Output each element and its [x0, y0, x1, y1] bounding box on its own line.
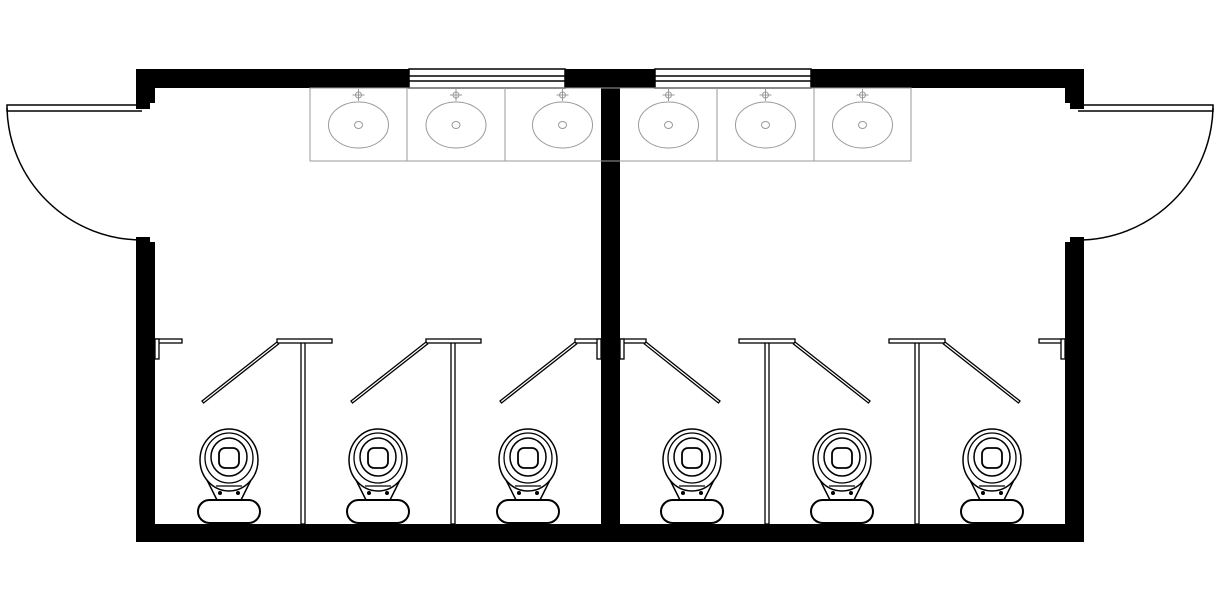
toilet: [960, 428, 1024, 524]
toilet-tank: [346, 499, 410, 524]
bolt: [385, 491, 389, 495]
toilet: [660, 428, 724, 524]
entry-door: [1077, 104, 1214, 241]
bolt: [699, 491, 703, 495]
window: [408, 68, 566, 89]
stall-door: [201, 341, 280, 404]
drain: [664, 121, 673, 129]
toilet: [346, 428, 410, 524]
right-wall-upper: [1065, 69, 1084, 103]
stall-door: [499, 341, 578, 404]
windows: [408, 68, 812, 89]
toilet-stalls: [154, 338, 1066, 525]
sink-basin: [735, 89, 796, 149]
sink-basin: [638, 89, 699, 149]
entry-doors: [6, 104, 1214, 241]
toilet: [496, 428, 560, 524]
bolt: [681, 491, 685, 495]
drain: [354, 121, 363, 129]
door-jamb-right-bottom: [1070, 237, 1084, 243]
stall-pilaster: [276, 338, 333, 344]
sink-basin: [425, 89, 487, 149]
left-wall-upper: [136, 69, 155, 103]
stall-partition: [450, 341, 456, 525]
wall-stub: [619, 338, 625, 360]
toilet-tank: [960, 499, 1024, 524]
bolt: [831, 491, 835, 495]
drain: [451, 121, 461, 129]
bolt: [535, 491, 539, 495]
walls: [136, 69, 1084, 542]
toilet-tank: [810, 499, 874, 524]
stall-partition: [914, 341, 920, 525]
toilet-tank: [496, 499, 560, 524]
toilet-tank: [197, 499, 261, 524]
sink-basin: [328, 89, 389, 149]
left-wall-lower: [136, 242, 155, 542]
center-dividing-wall: [601, 69, 620, 542]
bolt: [849, 491, 853, 495]
bolt: [367, 491, 371, 495]
door-jamb-left-top: [136, 103, 150, 109]
wall-stub: [1060, 338, 1066, 360]
stall-pilaster: [888, 338, 946, 344]
window: [654, 68, 812, 89]
drain: [761, 121, 770, 129]
bolt: [236, 491, 240, 495]
door-swing-arc: [6, 107, 143, 241]
sink-counter-outline: [309, 87, 912, 162]
stall-door: [350, 341, 429, 404]
sink-counter: [309, 87, 912, 162]
sink-basin: [832, 89, 893, 149]
door-swing-arc: [1077, 107, 1214, 241]
door-jamb-right-top: [1070, 103, 1084, 109]
stall-door: [792, 341, 871, 404]
stall-pilaster: [738, 338, 796, 344]
toilet-tank: [660, 499, 724, 524]
bolt: [981, 491, 985, 495]
wall-stub: [154, 338, 160, 360]
stall-partition: [764, 341, 770, 525]
sink-basin: [532, 89, 593, 149]
top-wall-left: [136, 69, 409, 88]
drain: [858, 121, 867, 129]
bolt: [999, 491, 1003, 495]
toilet: [197, 428, 261, 524]
wall-stub: [596, 338, 602, 360]
entry-door: [6, 104, 143, 241]
door-jamb-left-bottom: [136, 237, 150, 243]
stall-door: [942, 341, 1021, 404]
right-wall-lower: [1065, 242, 1084, 542]
bolt: [218, 491, 222, 495]
stall-pilaster: [425, 338, 482, 344]
stall-partition: [300, 341, 306, 525]
drain: [558, 121, 567, 129]
bolt: [517, 491, 521, 495]
top-wall-right: [811, 69, 1084, 88]
toilet: [810, 428, 874, 524]
stall-door: [643, 341, 721, 404]
